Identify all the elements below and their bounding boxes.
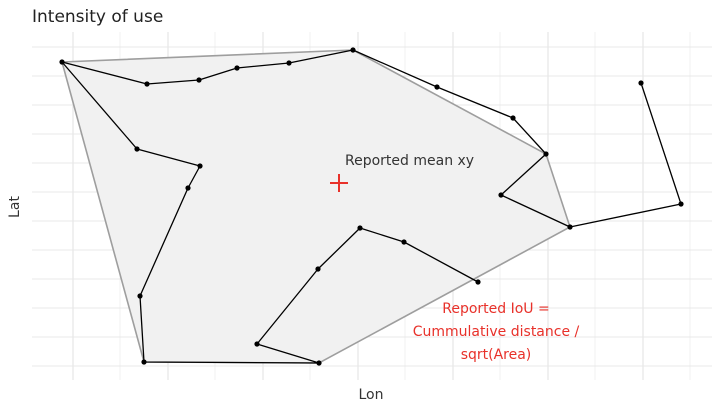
track-point	[137, 293, 143, 299]
iou-annotation-line3: sqrt(Area)	[461, 347, 532, 363]
mean-xy-marker	[330, 174, 348, 192]
x-axis-label: Lon	[359, 387, 384, 403]
track-point	[144, 81, 150, 87]
track-point	[196, 77, 202, 83]
track-points	[59, 47, 684, 366]
track-point	[234, 65, 240, 71]
track-point	[434, 84, 440, 90]
chart-title: Intensity of use	[32, 7, 163, 27]
track-point	[475, 279, 481, 285]
track-path-branch	[61, 61, 479, 364]
track-point	[197, 163, 203, 169]
mean-annotation: Reported mean xy	[345, 153, 474, 169]
iou-annotation-line1: Reported IoU =	[442, 301, 549, 317]
track-point	[567, 224, 573, 230]
track-point	[543, 151, 549, 157]
track-point	[286, 60, 292, 66]
track-point	[315, 266, 321, 272]
track-point	[357, 225, 363, 231]
track-point	[316, 360, 322, 366]
track-point	[141, 359, 147, 365]
track-point	[350, 47, 356, 53]
track-point	[678, 201, 684, 207]
y-axis-label: Lat	[7, 196, 23, 218]
track-point	[134, 146, 140, 152]
iou-annotation-line2: Cummulative distance /	[413, 324, 580, 340]
track-point	[401, 239, 407, 245]
track-point	[254, 341, 260, 347]
track-point	[510, 115, 516, 121]
track-point	[638, 80, 644, 86]
track-point	[498, 192, 504, 198]
track-point	[185, 185, 191, 191]
track-point	[59, 59, 65, 65]
